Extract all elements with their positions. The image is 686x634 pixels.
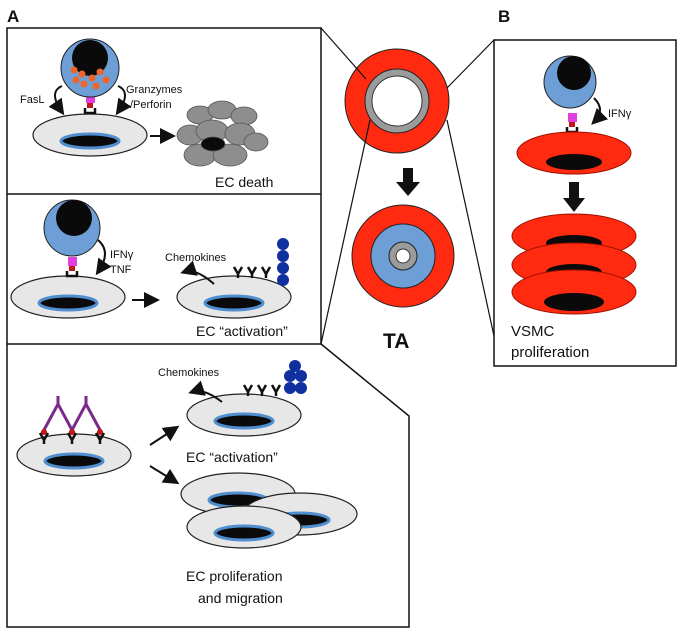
ifng-label-box2: IFNγ [110,249,134,261]
box1-ec-death: FasL Granzymes /Perforin EC death [20,38,273,190]
box3-antibody: Chemokines EC “activation” EC proliferat… [15,360,359,606]
vsmc-down-arrow [563,182,585,212]
vsmc-cell [516,131,632,175]
panel-letter-a: A [7,7,19,26]
ta-label: TA [383,330,409,353]
ifng-arrow-b [591,97,609,125]
center-down-arrow [396,168,420,196]
chemokine-release-arrow [180,260,215,285]
chemokine-receptor-cluster-box3 [284,360,307,394]
antibody-complexes [42,396,102,431]
activation-arrow-box3 [149,425,180,446]
vsmc-label-2: proliferation [511,344,589,361]
ec-activation-label-box3: EC “activation” [186,449,278,465]
box2-ec-activation: IFNγ TNF Chemokines EC “activation” [9,199,293,339]
fasl-arrow [48,85,65,116]
ec-proliferation-label-2: and migration [198,590,283,606]
granzymes-label: Granzymes [126,84,183,96]
granzyme-arrow [115,85,132,116]
proliferating-ec-stack [179,471,359,550]
perforin-label: /Perforin [130,99,172,111]
artery-cross-section [344,48,450,154]
t-cell-b [543,55,597,109]
cytokine-arrow [95,239,112,276]
zoom-connector-lines [320,27,495,345]
ifng-label-b: IFNγ [608,108,632,120]
cytotoxic-t-cell [60,38,120,98]
vsmc-stack [511,213,637,315]
panel-b-box [493,39,677,367]
panel-letter-b: B [498,7,510,26]
stenosed-artery [351,204,455,308]
ec-death-label: EC death [215,174,273,190]
ec-proliferation-label-1: EC proliferation [186,568,283,584]
chemokine-receptor-cluster [277,238,289,286]
vsmc-label-1: VSMC [511,323,555,340]
panel-a-outline [6,27,410,628]
chemokines-label-box2: Chemokines [165,252,227,264]
fasl-label: FasL [20,94,44,106]
dead-cell-cluster [176,100,269,167]
ec-activation-label-box2: EC “activation” [196,323,288,339]
chemokines-label-box3: Chemokines [158,367,220,379]
tnf-label: TNF [110,264,132,276]
panel-b-vsmc: IFNγ VSMC proliferation [511,55,637,361]
proliferation-arrow [149,465,180,485]
effector-t-cell [43,199,101,257]
chemokine-release-arrow-box3 [188,380,223,403]
